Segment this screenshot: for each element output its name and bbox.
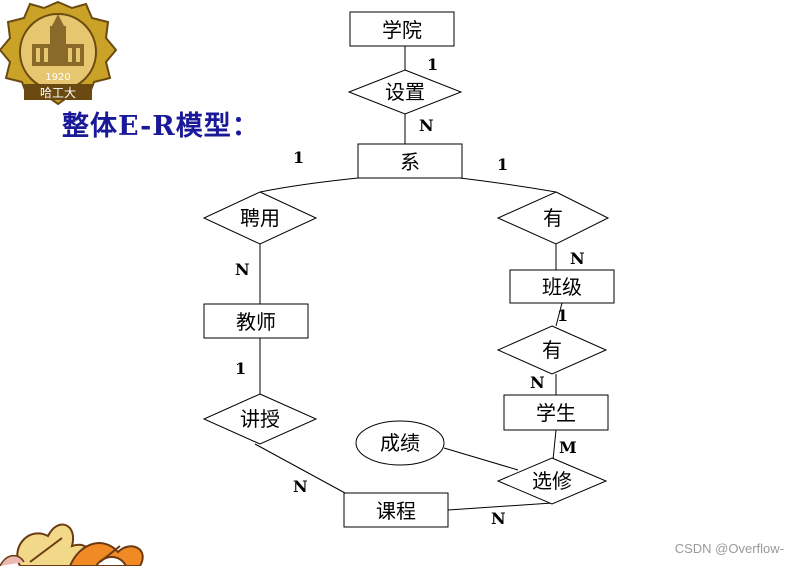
relationship-label: 选修 — [532, 469, 572, 493]
relationship-you2: 有 — [496, 325, 608, 375]
relationship-label: 有 — [543, 206, 563, 230]
cardinality-label: 1 — [235, 359, 246, 378]
cardinality-label: N — [530, 373, 545, 392]
diagram-heading: 整体E-R模型： — [62, 111, 260, 142]
connector-lines — [254, 46, 563, 511]
university-logo-icon: 1920 哈工大 — [0, 0, 118, 106]
entity-jiaoshi: 教师 — [203, 303, 309, 339]
cardinality-label: N — [491, 509, 506, 528]
logo-name: 哈工大 — [40, 86, 76, 100]
entity-banji: 班级 — [509, 269, 615, 304]
entity-label: 学院 — [382, 18, 422, 42]
attribute-chengji: 成绩 — [355, 420, 445, 466]
entity-label: 教师 — [236, 310, 276, 334]
relationship-label: 讲授 — [240, 407, 280, 431]
logo-year: 1920 — [45, 72, 70, 83]
entity-label: 学生 — [536, 401, 576, 425]
relationship-you1: 有 — [496, 191, 610, 245]
cardinality-label: N — [570, 249, 585, 268]
relationship-jiangshou: 讲授 — [202, 393, 318, 445]
relationship-pinyong: 聘用 — [202, 191, 318, 245]
relationship-label: 设置 — [385, 80, 425, 104]
entity-label: 班级 — [542, 275, 582, 299]
entity-xuesheng: 学生 — [503, 394, 609, 431]
cardinality-label: N — [419, 116, 434, 135]
attribute-label: 成绩 — [380, 431, 420, 455]
cardinality-label: 1 — [427, 55, 438, 74]
entity-kecheng: 课程 — [343, 492, 449, 528]
relationship-xuanxiu: 选修 — [496, 457, 608, 505]
entity-xueyuan: 学院 — [349, 11, 455, 47]
cardinality-label: 1 — [293, 148, 304, 167]
relationship-label: 有 — [542, 338, 562, 362]
entity-label: 系 — [400, 150, 420, 174]
relationship-label: 聘用 — [240, 206, 280, 230]
cardinality-label: M — [559, 438, 577, 457]
cardinality-label: 1 — [557, 306, 568, 325]
cardinality-label: N — [235, 260, 250, 279]
entity-xi: 系 — [357, 143, 463, 179]
cardinality-label: 1 — [497, 155, 508, 174]
decorative-leaves-icon — [0, 523, 144, 566]
entity-label: 课程 — [376, 499, 416, 523]
relationship-shezhi: 设置 — [347, 69, 463, 115]
cardinality-label: N — [293, 477, 308, 496]
watermark-text: CSDN @Overflow- — [674, 541, 784, 556]
